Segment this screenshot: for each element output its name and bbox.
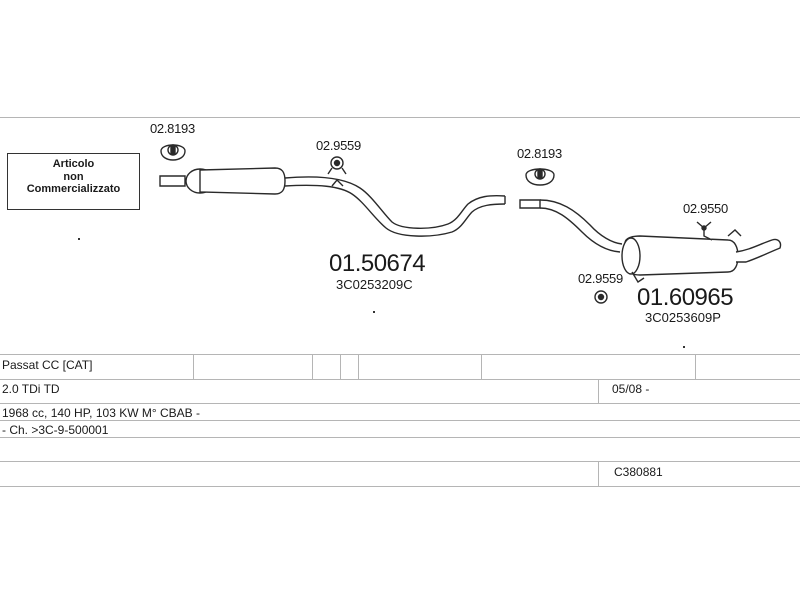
diagram-top-border [0, 117, 800, 118]
part-code-middle-silencer[interactable]: 01.50674 [329, 250, 426, 277]
rear-silencer-drawing [519, 199, 782, 283]
model-name: Passat CC [CAT] [2, 358, 93, 372]
table-col-divider [695, 354, 696, 379]
table-line [0, 403, 800, 404]
part-code-clamp-1[interactable]: 02.9559 [316, 138, 361, 153]
table-col-divider [358, 354, 359, 379]
table-col-divider [312, 354, 313, 379]
rubber-mount-icon-1 [160, 144, 186, 161]
oem-code-rear-silencer: 3C0253609P [645, 310, 721, 325]
production-date: 05/08 - [612, 382, 650, 396]
table-line [0, 420, 800, 421]
not-marketed-line-2: non [63, 170, 84, 183]
engine-specs: 1968 cc, 140 HP, 103 KW M° CBAB - [2, 406, 200, 420]
clamp-icon-2 [594, 290, 608, 304]
not-marketed-line-1: Articolo [52, 158, 95, 170]
not-marketed-line-3: Commercializzato [26, 183, 121, 195]
stray-dot [683, 346, 685, 348]
table-line [0, 486, 800, 487]
kit-code[interactable]: C380881 [614, 465, 663, 479]
part-code-clamp-2[interactable]: 02.9559 [578, 271, 623, 286]
bracket-icon [696, 221, 713, 241]
table-col-divider [598, 461, 599, 486]
table-line [0, 437, 800, 438]
clamp-icon-1 [327, 156, 347, 175]
table-line [0, 461, 800, 462]
part-code-rubber-mount-2[interactable]: 02.8193 [517, 146, 562, 161]
chassis-number: - Ch. >3C-9-500001 [2, 423, 109, 437]
engine-name: 2.0 TDi TD [2, 382, 60, 396]
part-code-rubber-mount-1[interactable]: 02.8193 [150, 121, 195, 136]
table-col-divider [340, 354, 341, 379]
not-marketed-box: Articolo non Commercializzato [7, 153, 140, 210]
table-col-divider [193, 354, 194, 379]
stray-dot [78, 238, 80, 240]
table-col-divider [481, 354, 482, 379]
stray-dot [373, 311, 375, 313]
part-code-bracket[interactable]: 02.9550 [683, 201, 728, 216]
table-col-divider [598, 379, 599, 403]
middle-silencer-drawing [159, 167, 506, 237]
table-line [0, 379, 800, 380]
rubber-mount-icon-2 [525, 168, 555, 186]
table-line [0, 354, 800, 355]
part-code-rear-silencer[interactable]: 01.60965 [637, 284, 734, 311]
oem-code-middle-silencer: 3C0253209C [336, 277, 413, 292]
